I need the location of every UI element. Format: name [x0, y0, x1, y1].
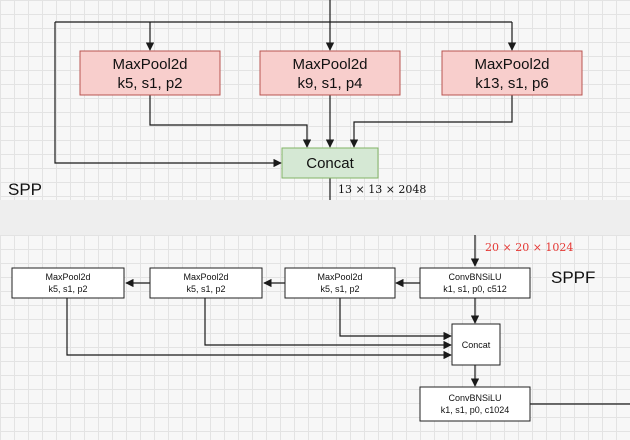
section-gap	[0, 200, 630, 235]
spp-output-shape: 13 × 13 × 2048	[338, 183, 426, 196]
sppf-maxpool-2-params: k5, s1, p2	[186, 284, 225, 294]
sppf-conv-output-params: k1, s1, p0, c1024	[441, 405, 510, 415]
spp-diagram-panel: MaxPool2d k5, s1, p2 MaxPool2d k9, s1, p…	[0, 0, 630, 200]
sppf-maxpool-1-params: k5, s1, p2	[48, 284, 87, 294]
sppf-input-shape: 20 × 20 × 1024	[485, 241, 573, 254]
sppf-diagram: 20 × 20 × 1024 MaxPool2d k5, s1, p2 MaxP…	[11, 235, 630, 422]
spp-maxpool-k13-title: MaxPool2d	[474, 56, 549, 73]
sppf-conv-input-title: ConvBNSiLU	[448, 272, 501, 282]
spp-maxpool-k9: MaxPool2d k9, s1, p4	[259, 50, 401, 96]
spp-title: SPP	[8, 180, 42, 199]
sppf-maxpool-3: MaxPool2d k5, s1, p2	[284, 267, 396, 299]
sppf-maxpool-3-title: MaxPool2d	[317, 272, 362, 282]
sppf-edge-pool-3-to-concat	[339, 298, 452, 341]
spp-concat-node: Concat	[281, 147, 379, 179]
sppf-conv-output: ConvBNSiLU k1, s1, p0, c1024	[419, 386, 531, 422]
spp-maxpool-k9-title: MaxPool2d	[292, 56, 367, 73]
spp-maxpool-k5-title: MaxPool2d	[112, 56, 187, 73]
sppf-conv-input-params: k1, s1, p0, c512	[443, 284, 507, 294]
spp-edge-pool-3-to-concat	[349, 95, 513, 148]
sppf-maxpool-1: MaxPool2d k5, s1, p2	[11, 267, 125, 299]
sppf-diagram-panel: 20 × 20 × 1024 MaxPool2d k5, s1, p2 MaxP…	[0, 235, 630, 440]
spp-maxpool-k13-params: k13, s1, p6	[475, 75, 548, 92]
spp-edge-pool-1-to-concat	[149, 95, 312, 148]
spp-maxpool-k13: MaxPool2d k13, s1, p6	[441, 50, 583, 96]
sppf-concat-node: Concat	[451, 323, 501, 366]
spp-maxpool-k5: MaxPool2d k5, s1, p2	[79, 50, 221, 96]
spp-diagram: MaxPool2d k5, s1, p2 MaxPool2d k9, s1, p…	[8, 0, 583, 200]
spp-maxpool-k5-params: k5, s1, p2	[117, 75, 182, 92]
sppf-maxpool-3-params: k5, s1, p2	[320, 284, 359, 294]
sppf-conv-output-title: ConvBNSiLU	[448, 393, 501, 403]
sppf-edge-pool-1-to-concat	[66, 298, 452, 360]
spp-concat-label: Concat	[306, 155, 354, 172]
sppf-maxpool-2: MaxPool2d k5, s1, p2	[149, 267, 263, 299]
sppf-title: SPPF	[551, 268, 595, 287]
spp-skip-edge	[54, 22, 282, 168]
sppf-maxpool-2-title: MaxPool2d	[183, 272, 228, 282]
sppf-maxpool-1-title: MaxPool2d	[45, 272, 90, 282]
spp-maxpool-k9-params: k9, s1, p4	[297, 75, 362, 92]
sppf-conv-input: ConvBNSiLU k1, s1, p0, c512	[419, 267, 531, 299]
sppf-edge-pool-2-to-concat	[204, 298, 452, 350]
sppf-concat-label: Concat	[462, 340, 491, 350]
